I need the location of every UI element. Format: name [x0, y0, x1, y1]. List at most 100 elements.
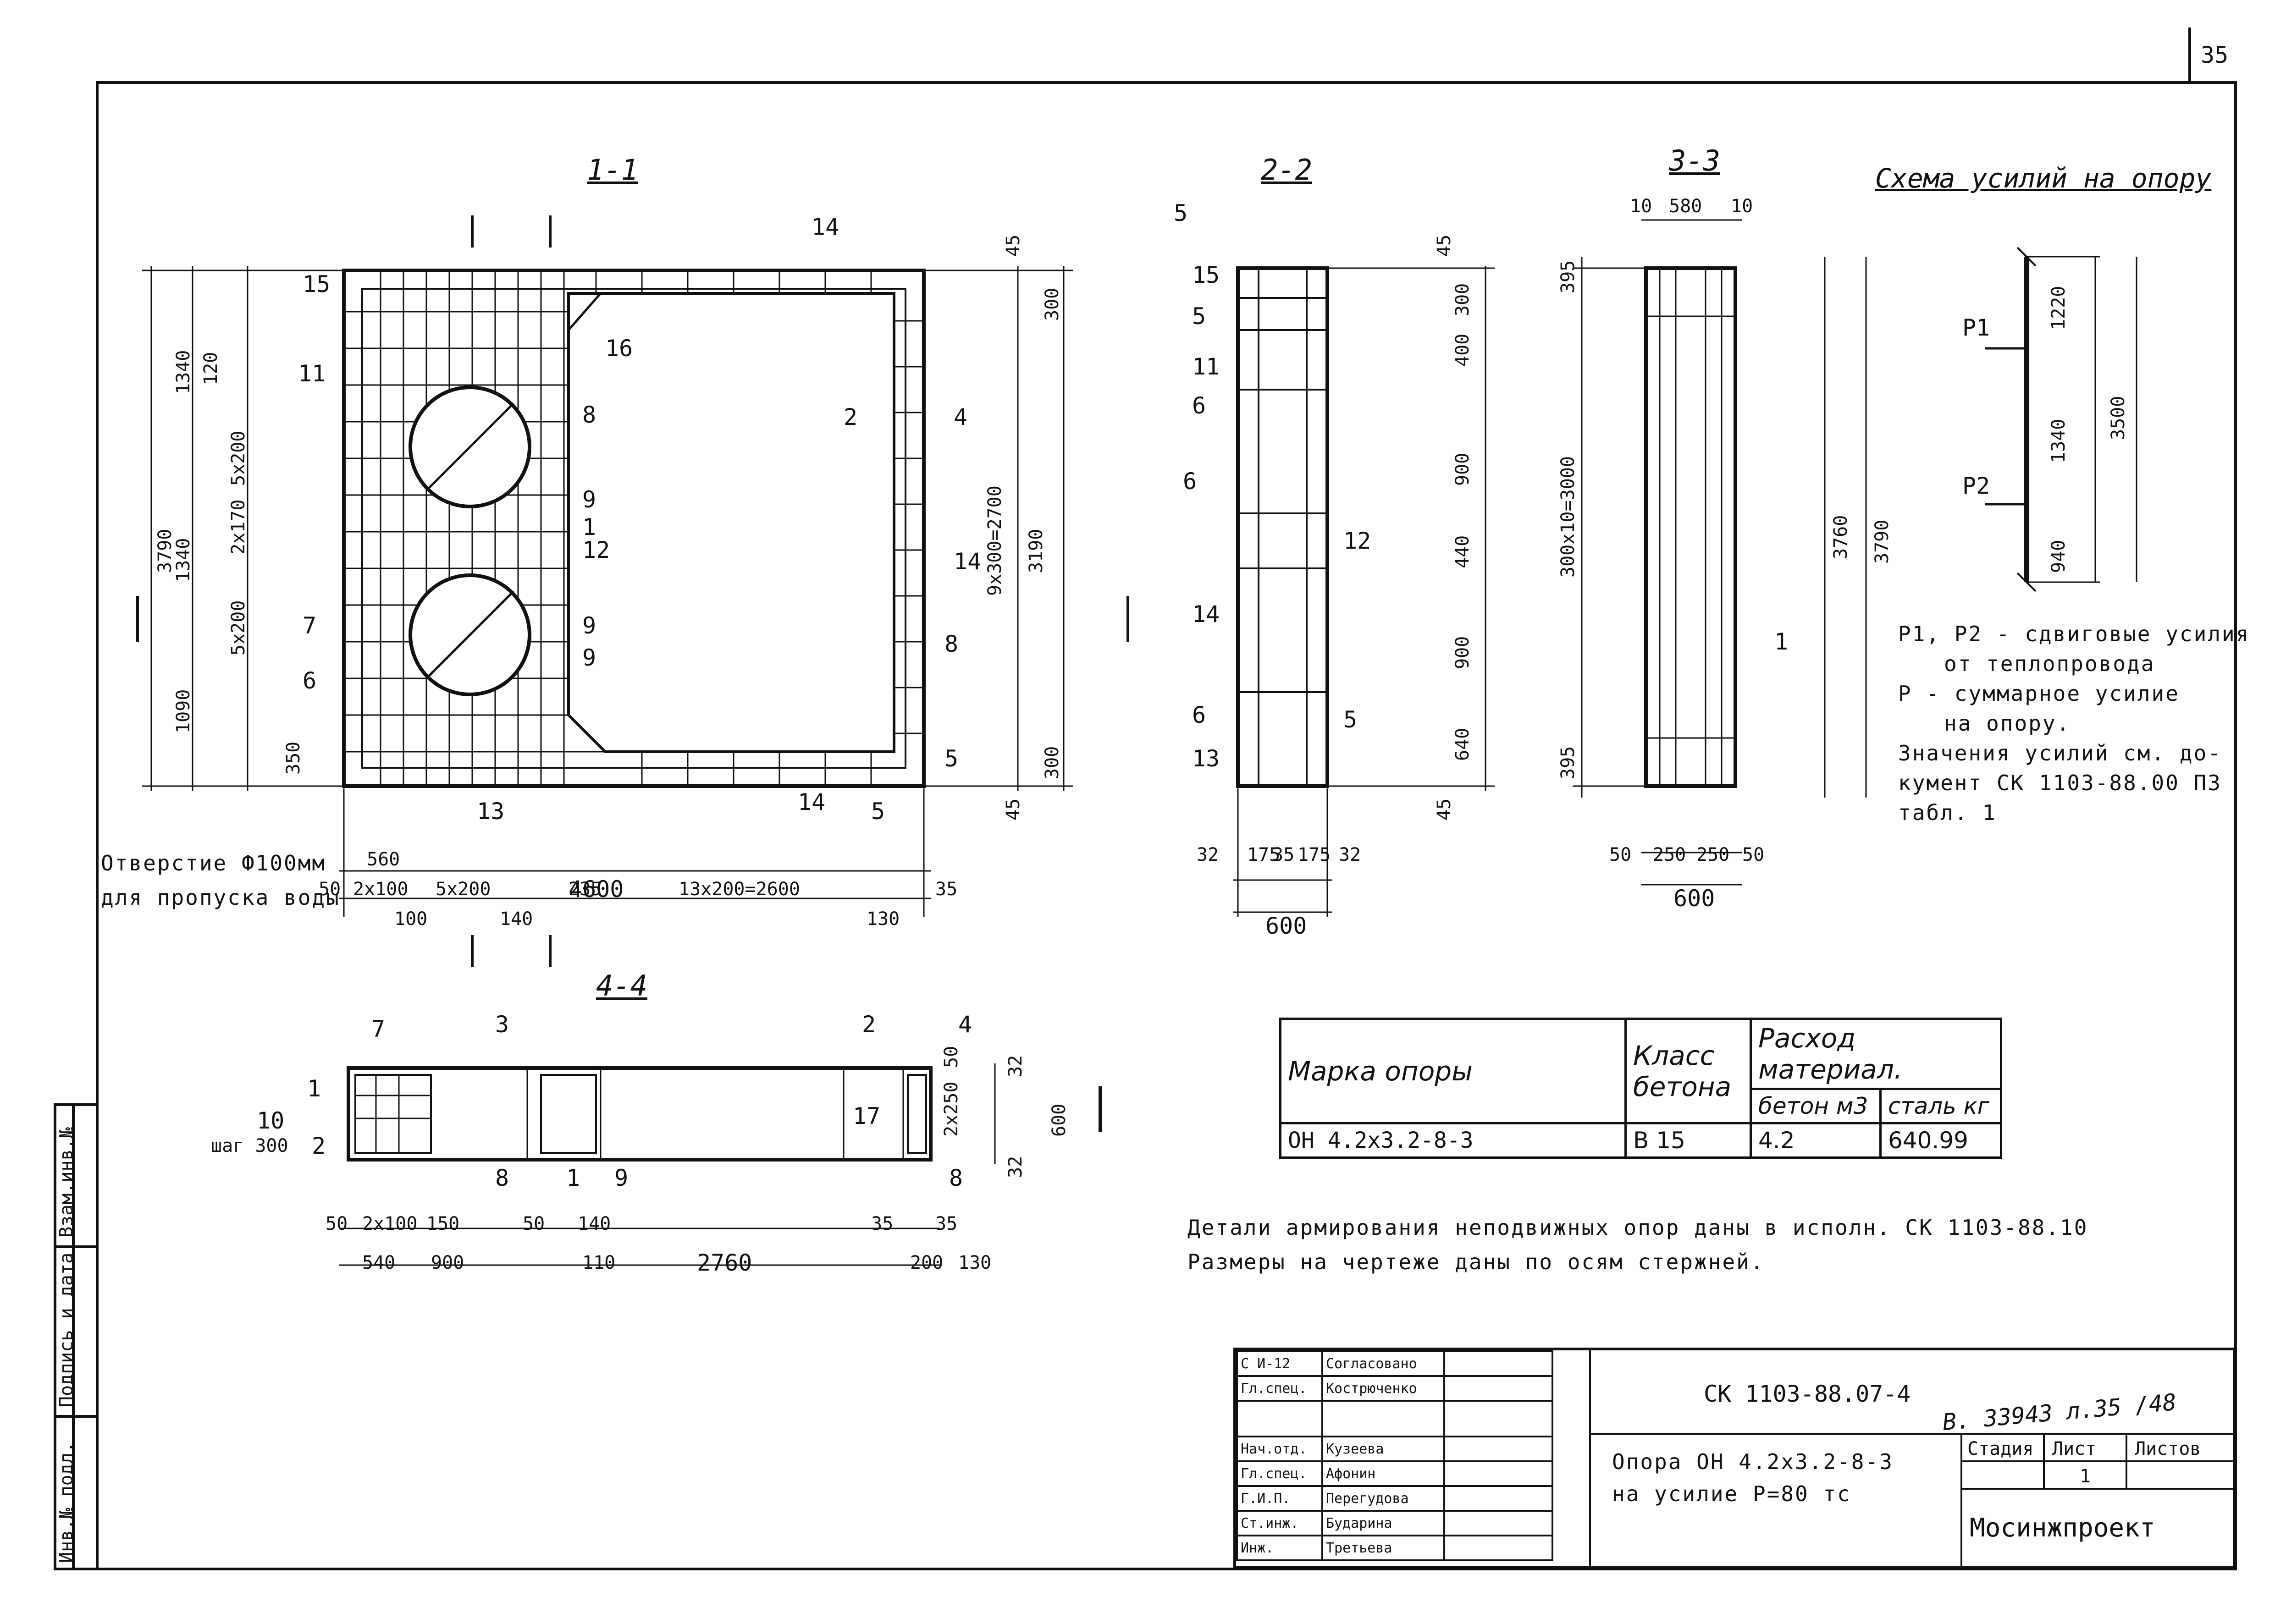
signer: Согласовано — [1321, 1350, 1445, 1377]
section-title-2-2: 2-2 — [1261, 153, 1312, 187]
s44-right-dim: 50 — [941, 1046, 962, 1068]
spec-mark-value: ОН 4.2х3.2-8-3 — [1279, 1122, 1627, 1159]
s44-callout: 17 — [853, 1103, 881, 1129]
s11-dim: 130 — [867, 908, 900, 930]
spec-class-value: В 15 — [1624, 1122, 1752, 1159]
sheet-number-box — [2188, 28, 2236, 84]
signer: Кострюченко — [1321, 1375, 1445, 1402]
s44-dim: 35 — [871, 1213, 894, 1234]
force-p1-label: P1 — [1962, 314, 1990, 341]
force-scheme-title: Схема усилий на опору — [1875, 163, 2212, 194]
s11-right-dim: 300 — [1042, 287, 1063, 321]
note-line: Детали армирования неподвижных опор даны… — [1187, 1215, 2088, 1240]
s22-dim: 175 — [1298, 844, 1331, 865]
spec-header-mark: Марка опоры — [1279, 1018, 1627, 1124]
s33-top-dim: 10 — [1731, 196, 1753, 217]
signer: Третьева — [1321, 1535, 1445, 1561]
spec-steel-value: 640.99 — [1879, 1122, 2002, 1159]
s11-left-dim: 350 — [283, 741, 304, 775]
s44-dim: 150 — [426, 1213, 460, 1234]
archive-number: В. 33943 л.35 /48 — [1941, 1388, 2178, 1436]
s44-callout: 8 — [949, 1165, 963, 1191]
rebar-grid-1-1 — [344, 270, 924, 786]
signer: Бударина — [1321, 1510, 1445, 1536]
drawing-title-line: на усилие Р=80 тс — [1612, 1481, 1851, 1506]
s11-callout: 12 — [582, 537, 610, 563]
s22-callout: 5 — [1192, 303, 1206, 330]
s33-callout: 1 — [1774, 628, 1789, 655]
s22-dim: 32 — [1339, 844, 1361, 865]
s11-callout: 11 — [298, 360, 326, 387]
force-legend-line: на опору. — [1944, 711, 2071, 736]
s11-callout: 14 — [954, 548, 982, 575]
s33-inner-height: 3760 — [1830, 515, 1851, 559]
s44-dim: 140 — [578, 1213, 611, 1234]
s11-dim: 140 — [500, 908, 533, 930]
section-2-2-drawing — [1233, 266, 1495, 917]
s44-callout: шаг 300 — [211, 1135, 288, 1156]
s11-left-dim: 120 — [200, 352, 221, 385]
s11-callout: 14 — [798, 789, 826, 815]
s11-left-dim: 1090 — [173, 689, 194, 733]
force-legend-line: Значения усилий см. до- — [1898, 741, 2222, 765]
s11-right-dim: 3190 — [1026, 528, 1047, 573]
s33-bottom-dim: 250 — [1653, 844, 1686, 865]
s44-right-dim: 32 — [1005, 1055, 1026, 1077]
s44-right-dim: 600 — [1049, 1103, 1070, 1137]
s11-overall-width: 4600 — [569, 876, 624, 903]
spec-header-material: Расход материал. — [1750, 1018, 2002, 1090]
s22-dim: 640 — [1452, 727, 1473, 761]
s44-callout: 7 — [371, 1016, 386, 1042]
s22-dim: 175 — [1247, 844, 1281, 865]
role: Инж. — [1236, 1535, 1323, 1561]
s11-callout: 1 — [582, 514, 596, 540]
s11-dim: 2х100 — [353, 879, 409, 900]
sheet-value: 1 — [2080, 1466, 2091, 1487]
sheet-label: Лист — [2052, 1438, 2097, 1459]
sheets-label: Листов — [2135, 1438, 2201, 1459]
s22-dim: 32 — [1197, 844, 1219, 865]
s22-callout: 6 — [1192, 392, 1206, 419]
signer: Афонин — [1321, 1460, 1445, 1487]
force-dim: 1220 — [2048, 286, 2069, 330]
s11-left-dim: 5х200 — [228, 600, 249, 655]
note-line: Размеры на чертеже даны по осям стержней… — [1187, 1250, 1765, 1274]
stage-label: Стадия — [1967, 1438, 2034, 1459]
spec-concrete-value: 4.2 — [1750, 1122, 1882, 1159]
s11-callout: 13 — [477, 798, 505, 825]
s11-callout: 15 — [303, 271, 331, 297]
s11-callout: 5 — [944, 745, 959, 772]
s11-callout: 9 — [582, 612, 596, 639]
s11-right-dim: 300 — [1042, 746, 1063, 779]
s11-callout: 6 — [303, 667, 317, 694]
s33-height: 3790 — [1872, 519, 1893, 564]
force-dim: 1340 — [2048, 418, 2069, 463]
section-1-1-drawing — [136, 215, 1129, 967]
role: Нач.отд. — [1236, 1436, 1323, 1462]
s11-left-dim: 2х170 — [228, 499, 249, 555]
spec-header-concrete: бетон м3 — [1750, 1088, 1882, 1124]
s11-right-dim: 45 — [1003, 798, 1024, 820]
s11-dim: 5х200 — [436, 879, 491, 900]
s44-dim: 110 — [582, 1252, 616, 1273]
s11-callout: 9 — [582, 486, 596, 513]
s33-left-dim: 300х10=3000 — [1557, 456, 1579, 578]
s22-callout: 15 — [1192, 262, 1220, 288]
s22-callout: 12 — [1343, 528, 1371, 554]
s44-dim: 130 — [958, 1252, 992, 1273]
s44-dim: 200 — [910, 1252, 944, 1273]
organization: Мосинжпроект — [1970, 1513, 2155, 1543]
role: Гл.спец. — [1236, 1460, 1323, 1487]
s11-callout: 4 — [954, 404, 968, 430]
s22-dim: 45 — [1434, 234, 1455, 257]
s22-dim: 300 — [1452, 283, 1473, 316]
hole-note: для пропуска воды — [101, 885, 340, 910]
s11-callout: 8 — [944, 631, 959, 657]
signer: Перегудова — [1321, 1485, 1445, 1512]
s11-left-dim: 5х200 — [228, 430, 249, 486]
s33-left-dim: 395 — [1557, 746, 1579, 779]
s11-callout: 16 — [605, 335, 633, 362]
